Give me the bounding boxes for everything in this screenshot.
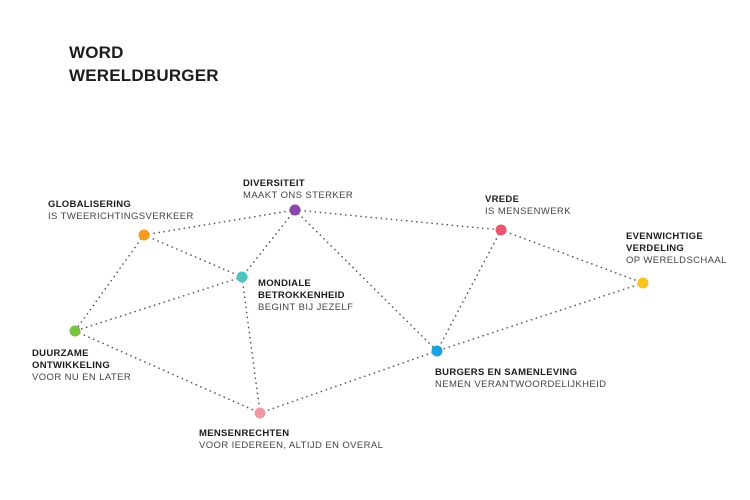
label-vrede-sub: IS MENSENWERK [485,206,571,217]
label-globalisering-sub: IS TWEERICHTINGSVERKEER [48,211,194,222]
label-diversiteit: DIVERSITEIT MAAKT ONS STERKER [243,178,353,202]
label-diversiteit-sub: MAAKT ONS STERKER [243,190,354,201]
label-evenwichtige-verdeling-head-1: EVENWICHTIGE [626,231,703,242]
label-vrede-head: VREDE [485,194,520,205]
edge-duurzame-ontwikkeling-mensenrechten [74,330,261,414]
label-globalisering-head: GLOBALISERING [48,199,132,210]
label-mensenrechten: MENSENRECHTEN VOOR IEDEREEN, ALTIJD EN O… [199,428,383,452]
network-nodes [69,204,649,419]
label-mondiale-betrokkenheid-head-1: MONDIALE [258,278,312,289]
node-dot-mensenrechten [254,407,266,419]
node-dot-duurzame-ontwikkeling [69,325,81,337]
label-mondiale-betrokkenheid: MONDIALE BETROKKENHEID BEGINT BIJ JEZELF [258,278,353,314]
node-dot-mondiale-betrokkenheid [236,271,248,283]
edge-vrede-burgers-en-samenleving [436,229,502,352]
label-evenwichtige-verdeling: EVENWICHTIGE VERDELING OP WERELDSCHAAL [626,231,727,267]
edge-globalisering-diversiteit [143,209,296,236]
edge-vrede-evenwichtige-verdeling [500,229,644,284]
label-evenwichtige-verdeling-head-2: VERDELING [626,243,685,254]
label-duurzame-ontwikkeling: DUURZAME ONTWIKKELING VOOR NU EN LATER [32,348,131,384]
label-globalisering: GLOBALISERING IS TWEERICHTINGSVERKEER [48,199,194,223]
label-evenwichtige-verdeling-sub: OP WERELDSCHAAL [626,255,727,266]
node-dot-diversiteit [289,204,301,216]
node-dot-burgers-en-samenleving [431,345,443,357]
edge-diversiteit-vrede [294,209,502,231]
title-line-1: WORD [69,43,124,62]
label-mondiale-betrokkenheid-sub: BEGINT BIJ JEZELF [258,302,354,313]
label-mondiale-betrokkenheid-head-2: BETROKKENHEID [258,290,345,301]
edge-mondiale-betrokkenheid-duurzame-ontwikkeling [74,276,243,332]
label-duurzame-ontwikkeling-sub: VOOR NU EN LATER [32,372,132,383]
node-dot-globalisering [138,229,150,241]
label-duurzame-ontwikkeling-head-1: DUURZAME [32,348,89,359]
edge-evenwichtige-verdeling-burgers-en-samenleving [436,282,644,352]
page-title: WORD WERELDBURGER [69,41,219,87]
label-burgers-en-samenleving-head: BURGERS EN SAMENLEVING [435,367,578,378]
network-edges [74,209,644,414]
edge-diversiteit-mondiale-betrokkenheid [241,209,296,278]
label-diversiteit-head: DIVERSITEIT [243,178,305,189]
edge-burgers-en-samenleving-mensenrechten [259,350,438,414]
edge-globalisering-duurzame-ontwikkeling [74,234,145,332]
label-mensenrechten-sub: VOOR IEDEREEN, ALTIJD EN OVERAL [199,440,384,451]
edge-globalisering-mondiale-betrokkenheid [143,234,243,278]
label-duurzame-ontwikkeling-head-2: ONTWIKKELING [32,360,111,371]
title-line-2: WERELDBURGER [69,66,219,85]
label-vrede: VREDE IS MENSENWERK [485,194,571,218]
label-burgers-en-samenleving: BURGERS EN SAMENLEVING NEMEN VERANTWOORD… [435,367,606,391]
label-burgers-en-samenleving-sub: NEMEN VERANTWOORDELIJKHEID [435,379,607,390]
node-dot-vrede [495,224,507,236]
label-mensenrechten-head: MENSENRECHTEN [199,428,290,439]
node-dot-evenwichtige-verdeling [637,277,649,289]
